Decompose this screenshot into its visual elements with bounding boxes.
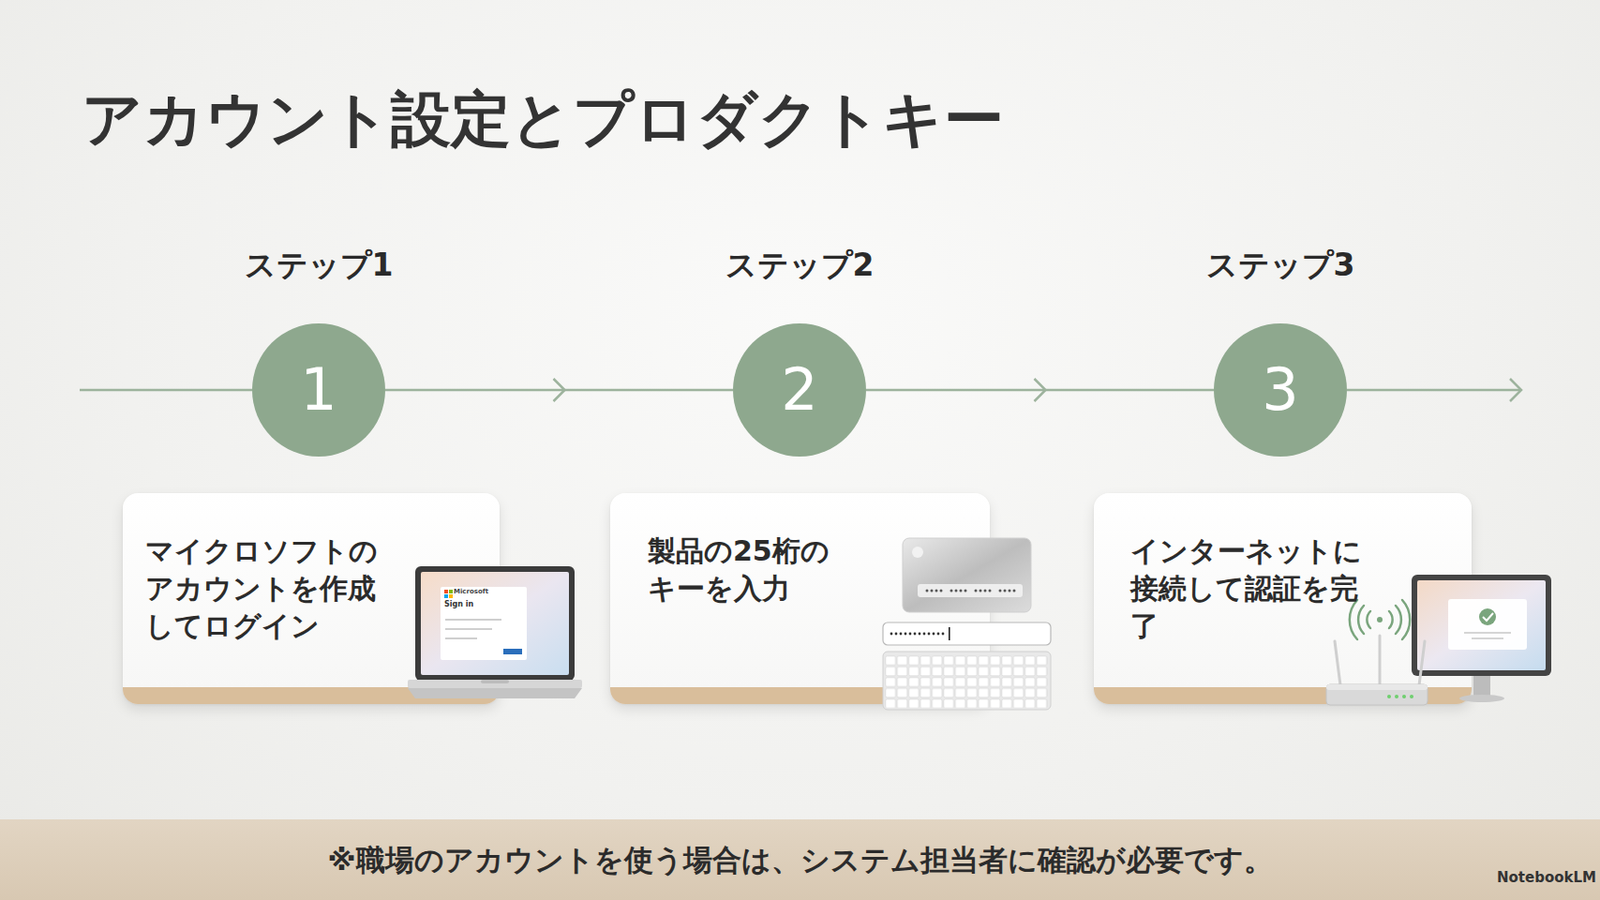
step-circle: ステップ22 bbox=[732, 323, 867, 457]
step-number: 1 bbox=[252, 323, 386, 457]
step-circle: ステップ11 bbox=[252, 323, 386, 457]
watermark: NotebookLM bbox=[1496, 868, 1597, 886]
laptop-illustration bbox=[407, 566, 583, 710]
step-heading: ステップ1 bbox=[244, 244, 394, 287]
step-circle: ステップ33 bbox=[1213, 323, 1347, 457]
step-heading: ステップ3 bbox=[1206, 244, 1356, 287]
timeline-tail bbox=[1346, 388, 1521, 392]
step-card: 製品の25桁のキーを入力 bbox=[610, 493, 990, 704]
step-card: インターネットに接続して認証を完了 bbox=[1093, 493, 1472, 704]
step-description: マイクロソフトのアカウントを作成してログイン bbox=[145, 532, 380, 645]
slide-title: アカウント設定とプロダクトキー bbox=[81, 78, 1004, 161]
footnote-text: ※職場のアカウントを使う場合は、システム担当者に確認が必要です。 bbox=[327, 840, 1272, 879]
step-description: 製品の25桁のキーを入力 bbox=[647, 532, 850, 608]
connector-line bbox=[866, 388, 1214, 392]
timeline-lead bbox=[79, 388, 253, 392]
router-monitor-illustration bbox=[1323, 568, 1558, 709]
step-card: マイクロソフトのアカウントを作成してログイン bbox=[122, 493, 500, 704]
step-number: 2 bbox=[732, 323, 867, 457]
step-number: 3 bbox=[1213, 323, 1347, 457]
timeline-connector bbox=[866, 378, 1214, 402]
screen-text: Sign in bbox=[444, 599, 474, 610]
step-heading: ステップ2 bbox=[725, 244, 875, 287]
note-band: ※職場のアカウントを使う場合は、システム担当者に確認が必要です。 bbox=[0, 819, 1600, 900]
timeline-chevron bbox=[1510, 378, 1522, 402]
brand-text: Microsoft bbox=[453, 587, 489, 596]
arrow-head bbox=[553, 378, 566, 402]
timeline-connector bbox=[385, 378, 733, 402]
connector-line bbox=[385, 388, 733, 392]
key-card-keyboard-illustration bbox=[882, 535, 1053, 714]
arrow-head bbox=[1034, 378, 1047, 402]
step-description: インターネットに接続して認証を完了 bbox=[1130, 532, 1365, 645]
